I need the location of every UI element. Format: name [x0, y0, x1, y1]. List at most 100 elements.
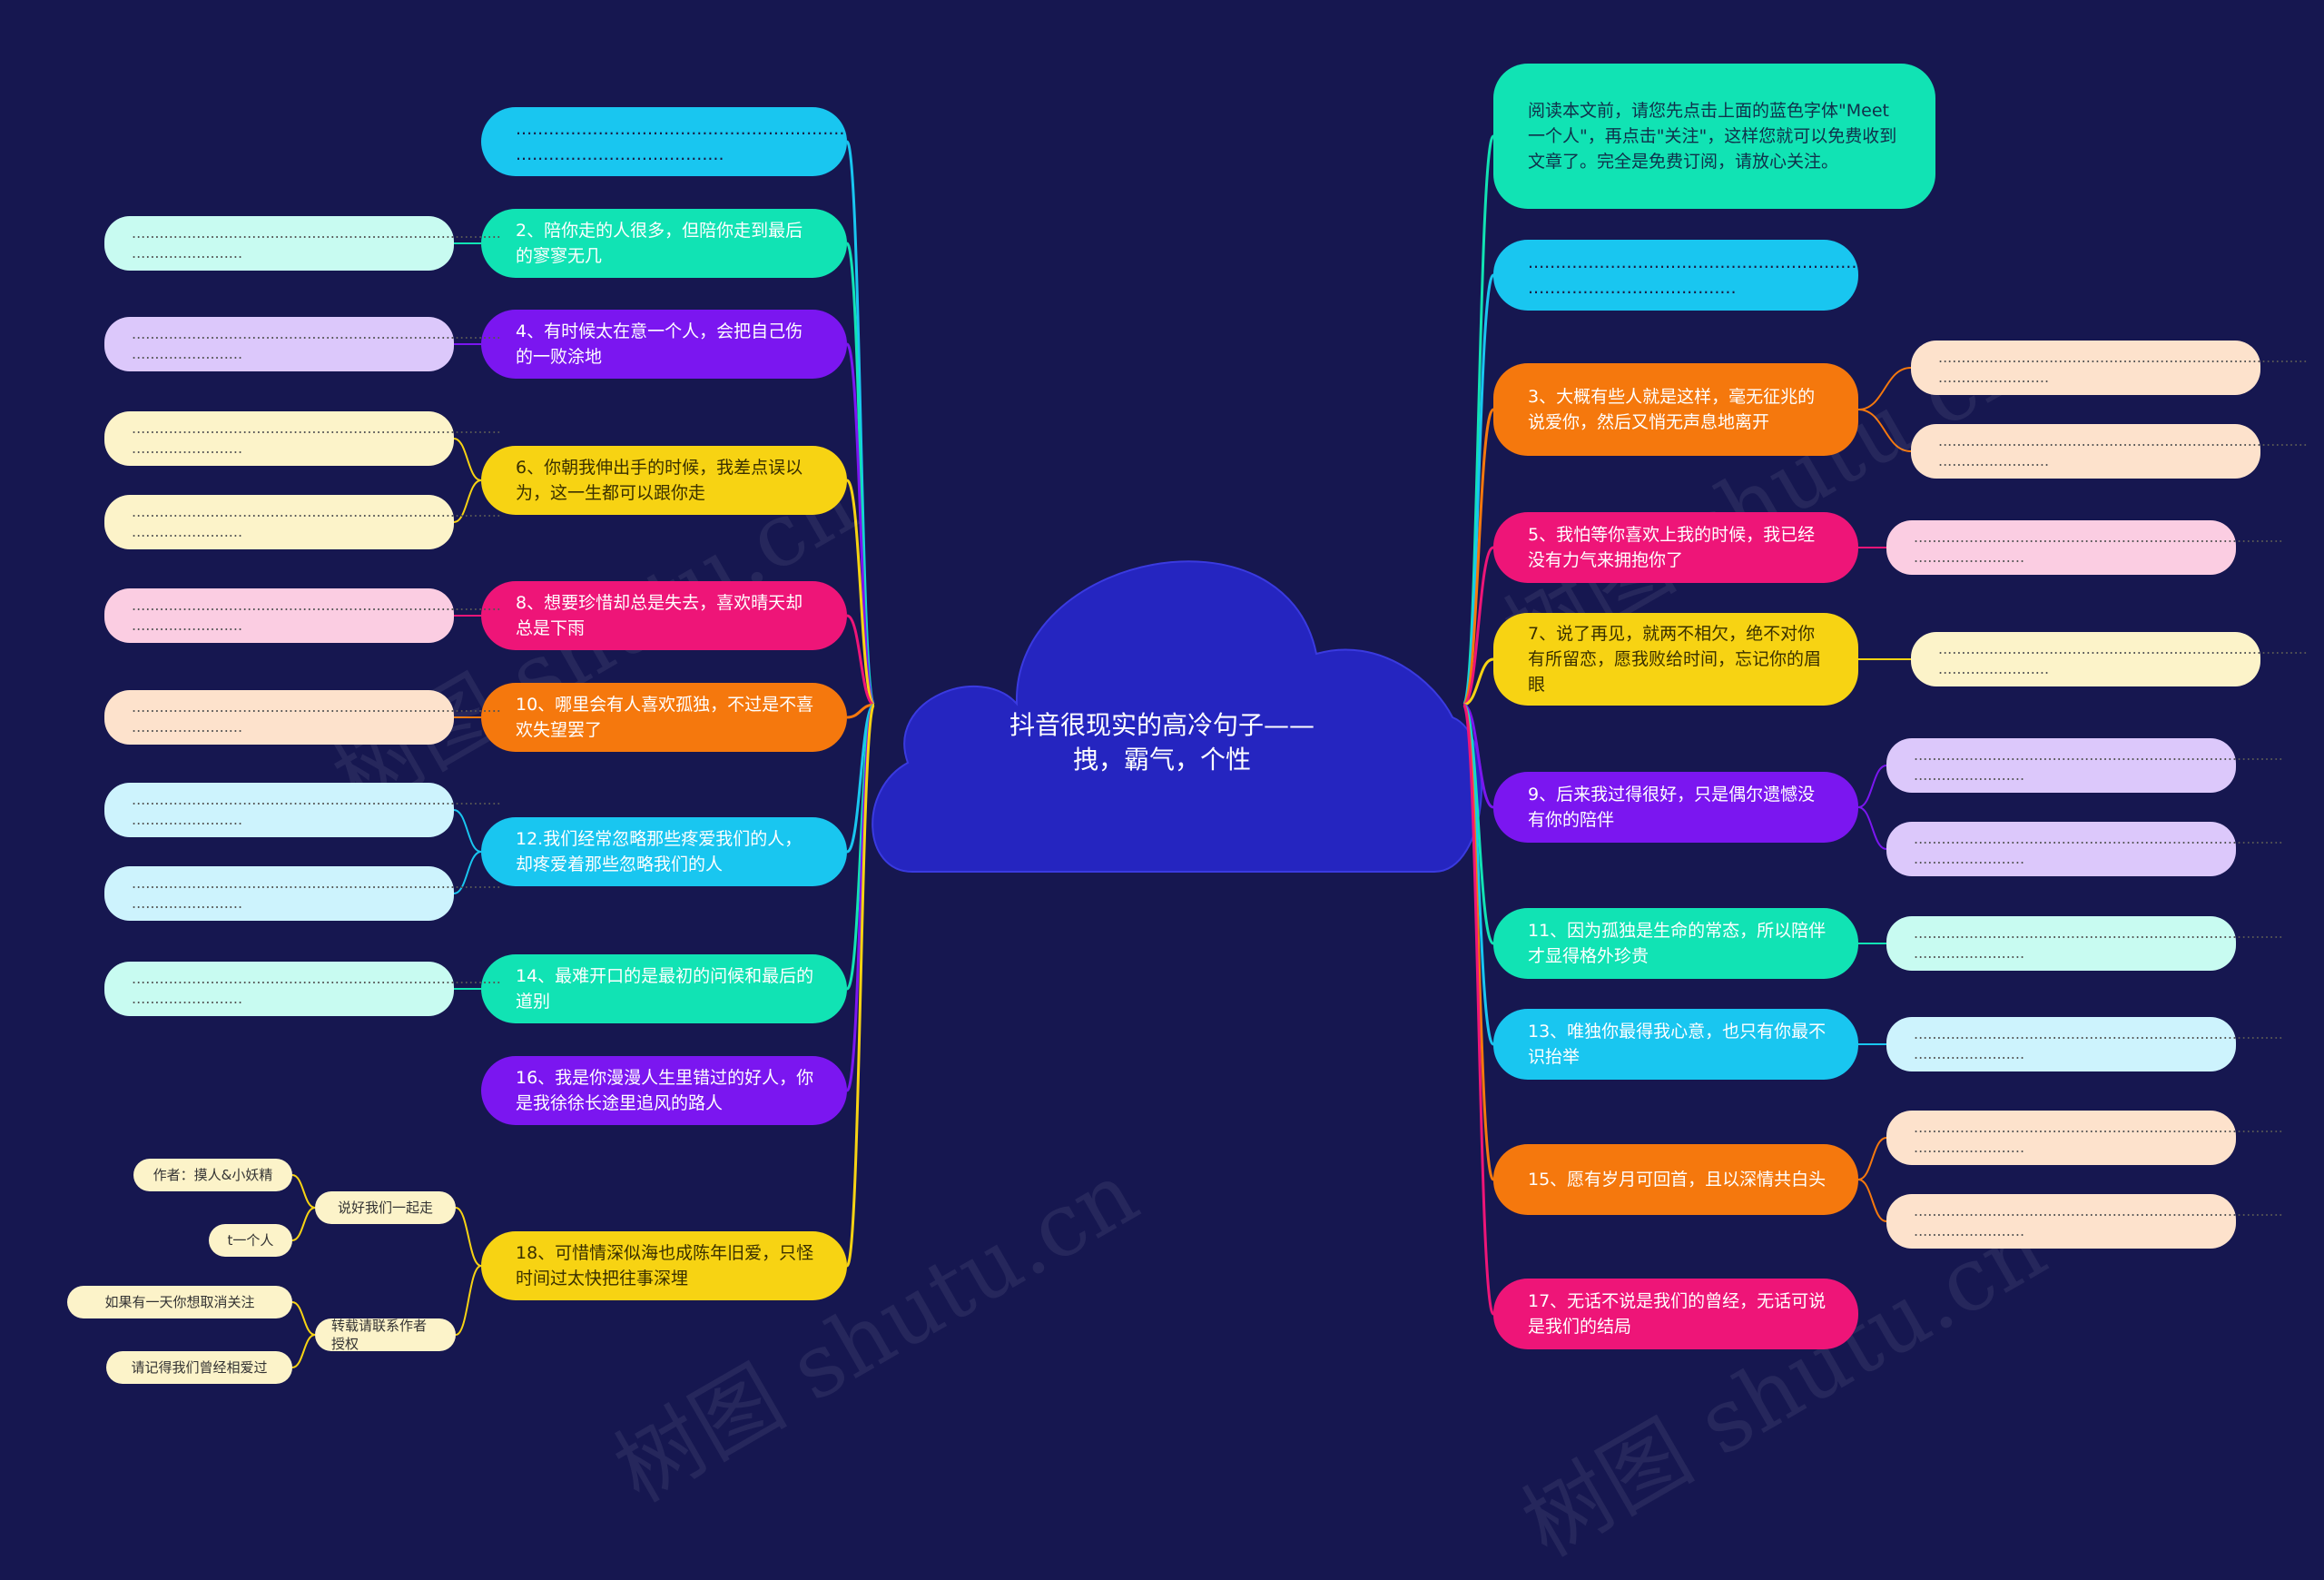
sub-sub-node[interactable]: 如果有一天你想取消关注: [67, 1286, 292, 1318]
node-label: ........................................…: [132, 970, 501, 1007]
node-label: 7、说了再见，就两不相欠，绝不对你有所留恋，愿我败给时间，忘记你的眉眼: [1528, 624, 1822, 695]
node-label: 14、最难开口的是最初的问候和最后的道别: [516, 966, 814, 1012]
left-branch-node[interactable]: ........................................…: [481, 107, 847, 176]
node-label: ........................................…: [132, 420, 501, 457]
connector-line: [1462, 703, 1494, 809]
leaf-node[interactable]: ........................................…: [1911, 341, 2308, 395]
leaf-node[interactable]: ........................................…: [1886, 822, 2283, 876]
node-label: 说好我们一起走: [337, 1200, 433, 1216]
right-branch-node[interactable]: ........................................…: [1493, 240, 1858, 311]
sub-sub-node[interactable]: 作者：摸人&小妖精: [133, 1159, 292, 1191]
connector-line: [1462, 703, 1495, 1316]
connector-line: [1462, 273, 1495, 706]
leaf-node[interactable]: ........................................…: [1886, 1194, 2283, 1249]
leaf-node[interactable]: ........................................…: [104, 317, 501, 371]
leaf-node[interactable]: ........................................…: [1911, 632, 2308, 686]
node-label: ........................................…: [132, 698, 501, 736]
leaf-node[interactable]: ........................................…: [104, 411, 501, 466]
leaf-node[interactable]: ........................................…: [104, 588, 501, 643]
leaf-node[interactable]: ........................................…: [104, 866, 501, 921]
connector-line: [1857, 367, 1912, 410]
left-branch-node[interactable]: 4、有时候太在意一个人，会把自己伤的一败涂地: [481, 310, 847, 379]
leaf-node[interactable]: ........................................…: [104, 495, 501, 549]
left-branch-node[interactable]: 8、想要珍惜却总是失去，喜欢晴天却总是下雨: [481, 581, 847, 650]
right-branch-node[interactable]: 7、说了再见，就两不相欠，绝不对你有所留恋，愿我败给时间，忘记你的眉眼: [1493, 613, 1858, 706]
leaf-node[interactable]: ........................................…: [1886, 738, 2283, 793]
node-label: 如果有一天你想取消关注: [104, 1294, 255, 1310]
node-label: 5、我怕等你喜欢上我的时候，我已经没有力气来拥抱你了: [1528, 525, 1816, 570]
connector-line: [845, 479, 876, 706]
connector-line: [846, 703, 875, 719]
leaf-node[interactable]: ........................................…: [1886, 520, 2283, 575]
node-label: 请记得我们曾经相爱过: [131, 1359, 268, 1376]
node-label: 2、陪你走的人很多，但陪你走到最后的寥寥无几: [516, 221, 803, 266]
leaf-node[interactable]: ........................................…: [1911, 424, 2308, 479]
connector-line: [453, 438, 482, 481]
node-label: ........................................…: [1914, 830, 2283, 867]
connector-line: [1857, 1179, 1887, 1222]
node-label: ........................................…: [1914, 528, 2283, 566]
right-branch-node[interactable]: 9、后来我过得很好，只是偶尔遗憾没有你的陪伴: [1493, 772, 1858, 843]
sub-node[interactable]: 说好我们一起走: [315, 1191, 456, 1224]
leaf-node[interactable]: ........................................…: [1886, 1111, 2283, 1165]
node-label: ........................................…: [1914, 1119, 2283, 1156]
right-branch-node[interactable]: 11、因为孤独是生命的常态，所以陪伴才显得格外珍贵: [1493, 908, 1858, 979]
left-branch-node[interactable]: 12.我们经常忽略那些疼爱我们的人，却疼爱着那些忽略我们的人: [481, 817, 847, 886]
node-label: ........................................…: [1914, 746, 2283, 784]
connector-line: [1462, 657, 1494, 706]
right-branch-node[interactable]: 15、愿有岁月可回首，且以深情共白头: [1493, 1144, 1858, 1215]
leaf-node[interactable]: ........................................…: [1886, 1017, 2283, 1071]
connector-line: [291, 1301, 316, 1336]
right-branch-node[interactable]: 13、唯独你最得我心意，也只有你最不识抬举: [1493, 1009, 1858, 1080]
left-branch-node[interactable]: 2、陪你走的人很多，但陪你走到最后的寥寥无几: [481, 209, 847, 278]
node-label: ........................................…: [1914, 1025, 2283, 1062]
node-label: 8、想要珍惜却总是失去，喜欢晴天却总是下雨: [516, 593, 803, 638]
left-branch-node[interactable]: 16、我是你漫漫人生里错过的好人，你是我徐徐长途里追风的路人: [481, 1056, 847, 1125]
leaf-node[interactable]: ........................................…: [104, 783, 501, 837]
right-branch-node[interactable]: 17、无话不说是我们的曾经，无话可说是我们的结局: [1493, 1279, 1858, 1349]
node-label: ........................................…: [1914, 924, 2283, 962]
node-label: ........................................…: [132, 224, 501, 262]
connector-line: [291, 1174, 316, 1209]
node-label: ........................................…: [516, 119, 845, 164]
connector-line: [846, 614, 875, 706]
node-label: ........................................…: [132, 503, 501, 540]
connector-line: [845, 703, 876, 1268]
node-label: 17、无话不说是我们的曾经，无话可说是我们的结局: [1528, 1291, 1827, 1337]
connector-line: [1857, 765, 1887, 808]
left-branch-node[interactable]: 14、最难开口的是最初的问候和最后的道别: [481, 954, 847, 1023]
central-topic[interactable]: 抖音很现实的高冷句子——拽，霸气，个性: [1009, 710, 1315, 775]
node-label: 6、你朝我伸出手的时候，我差点误以为，这一生都可以跟你走: [516, 458, 803, 503]
connector-line: [845, 242, 876, 706]
connector-line: [1857, 1137, 1887, 1180]
node-label: ........................................…: [1938, 432, 2308, 469]
right-branch-node[interactable]: 3、大概有些人就是这样，毫无征兆的说爱你，然后又悄无声息地离开: [1493, 363, 1858, 456]
leaf-node[interactable]: ........................................…: [104, 690, 501, 745]
right-branch-node[interactable]: 阅读本文前，请您先点击上面的蓝色字体"Meet一个人"，再点击"关注"，这样您就…: [1493, 64, 1935, 209]
connector-line: [453, 809, 482, 853]
leaf-node[interactable]: ........................................…: [1886, 916, 2283, 971]
connector-line: [455, 1207, 482, 1267]
node-label: 13、唯独你最得我心意，也只有你最不识抬举: [1528, 1022, 1827, 1067]
node-label: 3、大概有些人就是这样，毫无征兆的说爱你，然后又悄无声息地离开: [1528, 387, 1816, 432]
node-label: 9、后来我过得很好，只是偶尔遗憾没有你的陪伴: [1528, 785, 1816, 830]
node-label: 16、我是你漫漫人生里错过的好人，你是我徐徐长途里追风的路人: [516, 1068, 814, 1113]
left-branch-node[interactable]: 18、可惜情深似海也成陈年旧爱，只怪时间过太快把往事深埋: [481, 1231, 847, 1300]
right-branch-node[interactable]: 5、我怕等你喜欢上我的时候，我已经没有力气来拥抱你了: [1493, 512, 1858, 583]
node-label: 10、哪里会有人喜欢孤独，不过是不喜欢失望罢了: [516, 695, 814, 740]
connector-line: [291, 1334, 316, 1368]
node-label: ........................................…: [1528, 252, 1857, 298]
leaf-node[interactable]: ........................................…: [104, 962, 501, 1016]
connector-line: [1462, 408, 1495, 706]
leaf-node[interactable]: ........................................…: [104, 216, 501, 271]
sub-sub-node[interactable]: 请记得我们曾经相爱过: [106, 1351, 292, 1384]
sub-node[interactable]: 转载请联系作者授权: [315, 1318, 456, 1352]
connector-line: [453, 851, 482, 894]
connector-line: [1857, 409, 1912, 452]
left-branch-node[interactable]: 10、哪里会有人喜欢孤独，不过是不喜欢失望罢了: [481, 683, 847, 752]
left-branch-node[interactable]: 6、你朝我伸出手的时候，我差点误以为，这一生都可以跟你走: [481, 446, 847, 515]
sub-sub-node[interactable]: t一个人: [209, 1224, 292, 1257]
node-label: ........................................…: [1914, 1202, 2283, 1239]
node-label: ........................................…: [132, 325, 501, 362]
node-label: 12.我们经常忽略那些疼爱我们的人，却疼爱着那些忽略我们的人: [516, 829, 803, 874]
